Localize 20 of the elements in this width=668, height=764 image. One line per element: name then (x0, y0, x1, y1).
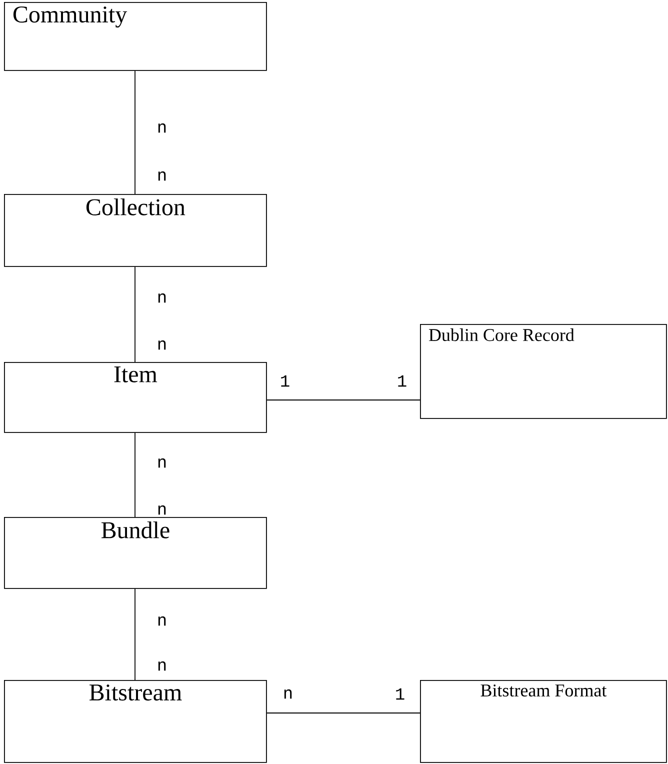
entity-box: Bundle (4, 517, 267, 589)
multiplicity-label: n (158, 616, 166, 626)
multiplicity-label: n (158, 123, 166, 133)
entity-box: Bitstream Format (420, 680, 667, 763)
connector-line (134, 266, 136, 362)
multiplicity-label: 1 (396, 688, 404, 700)
connector-line (266, 712, 420, 714)
connector-line (134, 432, 136, 518)
multiplicity-label: n (158, 458, 166, 468)
connector-line (134, 70, 136, 194)
multiplicity-label: n (158, 293, 166, 303)
entity-box: Bitstream (4, 680, 267, 763)
entity-box: Community (4, 2, 267, 71)
multiplicity-label: 1 (398, 375, 406, 387)
entity-box: Collection (4, 194, 267, 267)
connector-line (134, 588, 136, 680)
multiplicity-label: n (284, 689, 292, 699)
entity-box: Dublin Core Record (420, 324, 667, 419)
entity-box: Item (4, 362, 267, 433)
multiplicity-label: 1 (281, 375, 290, 387)
